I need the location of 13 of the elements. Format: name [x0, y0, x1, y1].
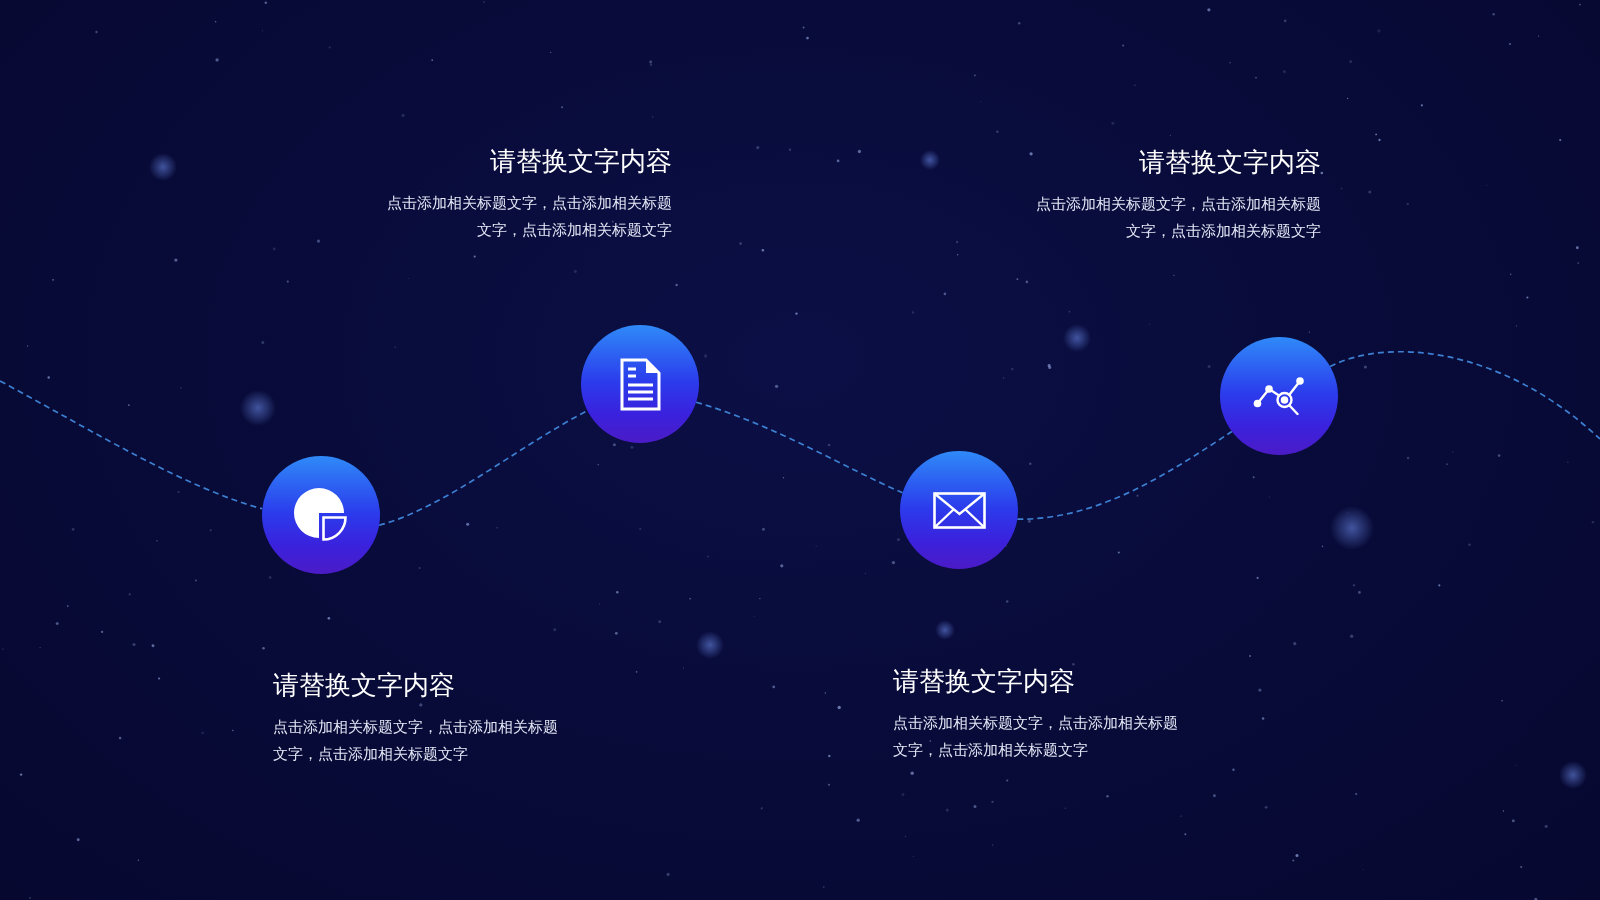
dashed-connector	[695, 401, 904, 494]
description: 点击添加相关标题文字，点击添加相关标题文字，点击添加相关标题文字	[893, 713, 1179, 760]
description: 点击添加相关标题文字，点击添加相关标题文字，点击添加相关标题文字	[386, 193, 672, 240]
heading: 请替换文字内容	[893, 665, 1075, 697]
description: 点击添加相关标题文字，点击添加相关标题文字，点击添加相关标题文字	[1035, 194, 1321, 241]
dashed-connector	[1016, 430, 1233, 521]
dashed-connector	[0, 380, 264, 510]
heading: 请替换文字内容	[1139, 146, 1321, 178]
heading: 请替换文字内容	[490, 145, 672, 177]
description: 点击添加相关标题文字，点击添加相关标题文字，点击添加相关标题文字	[273, 717, 559, 764]
heading: 请替换文字内容	[273, 669, 455, 701]
dashed-connector	[1329, 350, 1600, 440]
dashed-connector	[378, 409, 589, 527]
